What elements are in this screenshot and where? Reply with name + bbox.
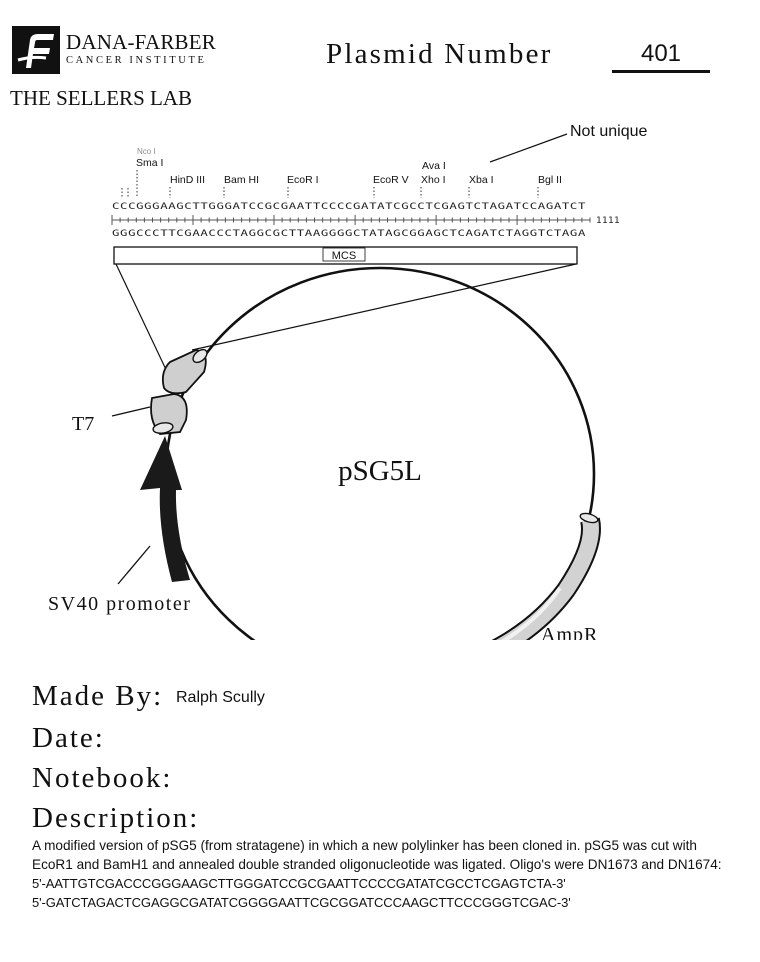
plasmid-map: Not unique Nco I Sma I HinD III Bam HI E…: [48, 123, 647, 640]
site-bam-hi: Bam HI: [224, 174, 259, 186]
partial-site-label: Nco I: [137, 147, 156, 156]
site-hind-iii: HinD III: [170, 174, 205, 186]
t7-label: T7: [72, 413, 94, 435]
mcs-box: [113, 246, 578, 265]
lab-name: THE SELLERS LAB: [10, 86, 192, 110]
made-by-value: Ralph Scully: [176, 689, 265, 706]
cut-site-markers: [121, 170, 539, 198]
not-unique-label: Not unique: [570, 123, 647, 140]
mcs-label: MCS: [332, 250, 356, 262]
sv40-promoter-arrow: [140, 436, 190, 582]
made-by-label: Made By:: [32, 680, 164, 712]
plasmid-backbone: [164, 266, 596, 640]
description-text: A modified version of pSG5 (from stratag…: [32, 838, 722, 872]
site-ava-i: Ava I: [422, 160, 446, 172]
site-sma-i: Sma I: [136, 157, 163, 169]
ampr-label: AmpR: [541, 624, 598, 640]
description-label: Description:: [32, 802, 200, 834]
ampr-arc-fill: [495, 518, 599, 640]
notebook-label: Notebook:: [32, 762, 173, 794]
ampr-arc-highlight: [500, 586, 562, 640]
site-ecor-v: EcoR V: [373, 174, 409, 186]
mcs-cylinder: [161, 348, 208, 395]
sv40-pointer: [117, 545, 151, 585]
dana-farber-logo-icon: [12, 26, 60, 74]
oligo-sequence-2: 5'-GATCTAGACTCGAGGCGATATCGGGGAATTCGCGGAT…: [32, 895, 571, 910]
description-body: A modified version of pSG5 (from stratag…: [32, 836, 732, 912]
not-unique-pointer: [489, 133, 568, 163]
mcs-label-box: [322, 247, 366, 262]
site-bgl-ii: Bgl II: [538, 174, 562, 186]
institution-subtitle: CANCER INSTITUTE: [66, 55, 207, 66]
sequence-bottom-strand: GGGCCCTTCGAACCCTAGGCGCTTAAGGGGCTATAGCGGA…: [112, 228, 586, 239]
site-xho-i: Xho I: [421, 174, 446, 186]
sv40-label: SV40 promoter: [48, 593, 191, 615]
t7-pointer: [111, 406, 151, 417]
mcs-expansion-right: [191, 263, 577, 351]
t7-cylinder: [150, 393, 188, 435]
institution-name: DANA-FARBER: [66, 30, 216, 54]
date-label: Date:: [32, 722, 105, 754]
mcs-expansion-left: [115, 263, 171, 379]
ampr-arc-end: [579, 512, 599, 524]
site-xba-i: Xba I: [469, 174, 494, 186]
oligo-sequence-1: 5'-AATTGTCGACCCGGGAAGCTTGGGATCCGCGAATTCC…: [32, 876, 566, 891]
plasmid-number-label: Plasmid Number: [326, 38, 553, 70]
site-ecor-i: EcoR I: [287, 174, 319, 186]
sequence-top-strand: CCCGGGAAGCTTGGGATCCGCGAATTCCCCGATATCGCCT…: [112, 201, 586, 212]
sequence-coordinate: 1111: [596, 215, 620, 226]
plasmid-number-value: 401: [612, 40, 710, 73]
plasmid-name: pSG5L: [338, 455, 422, 487]
